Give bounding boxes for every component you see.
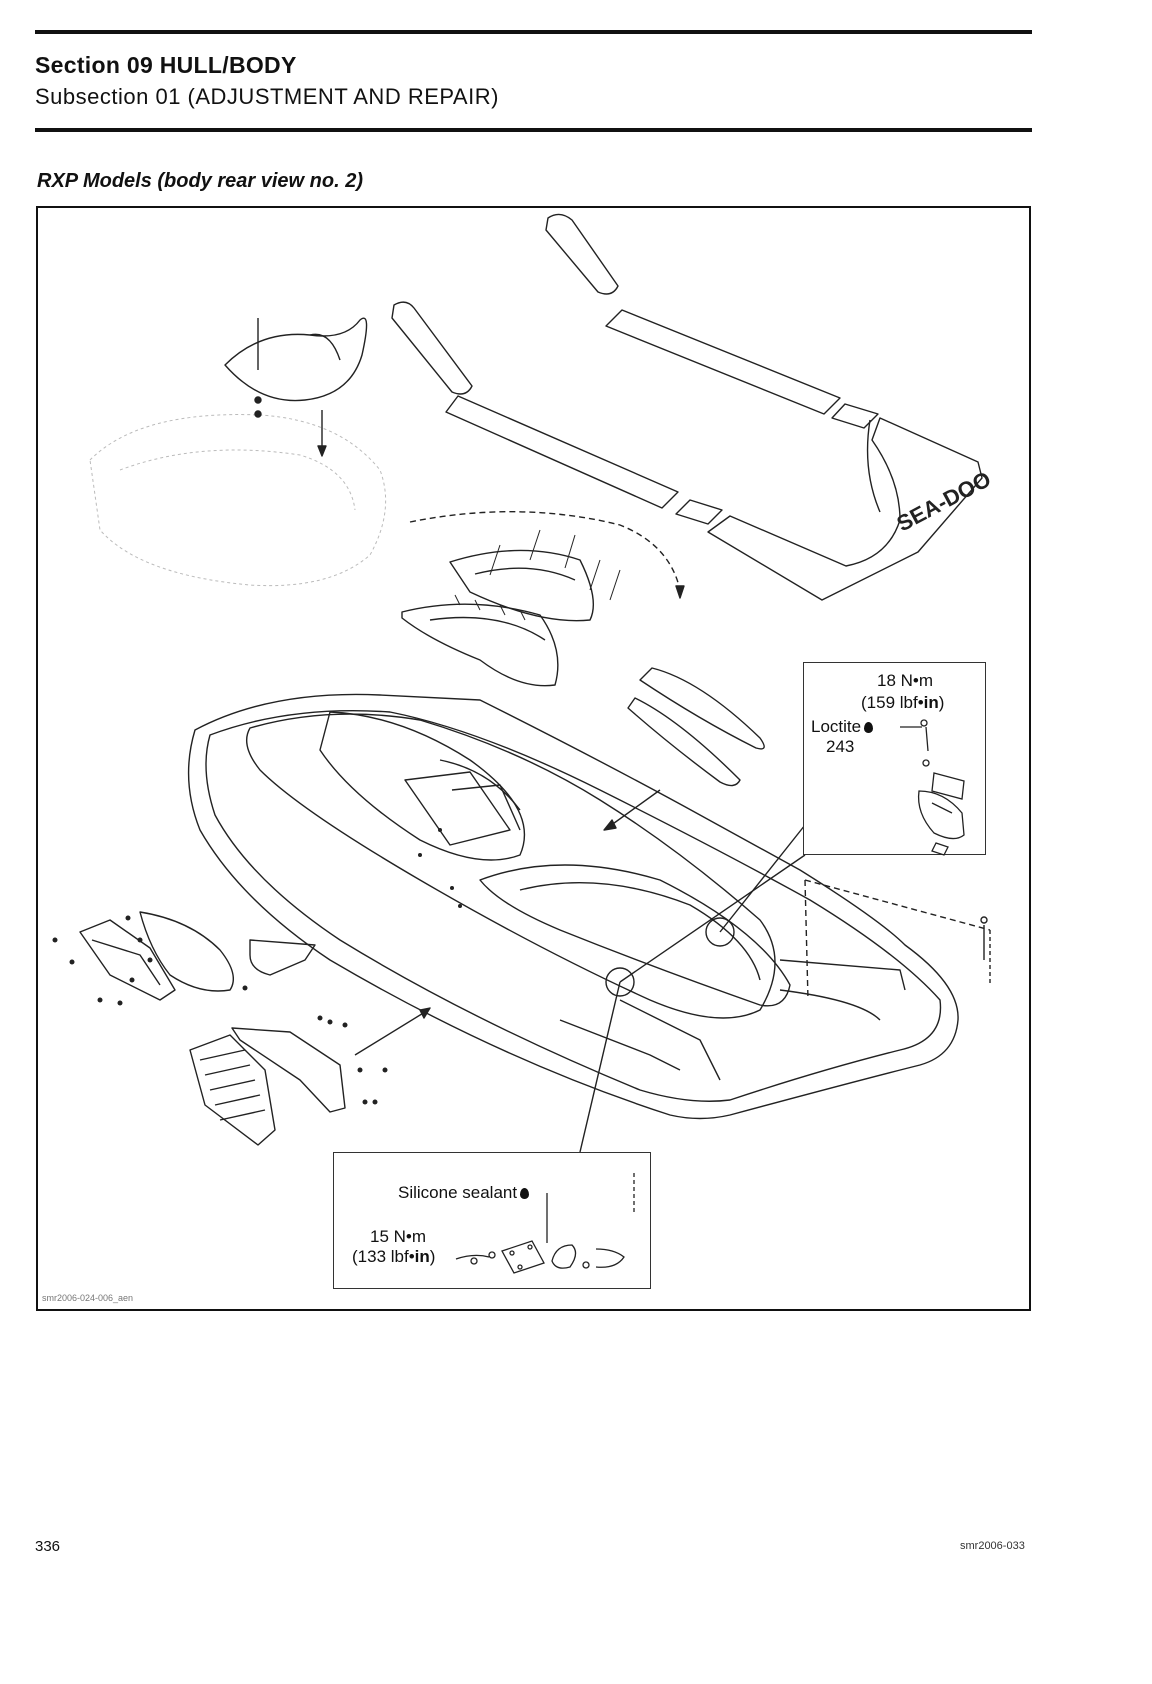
rear-trim-pieces xyxy=(80,912,430,1145)
page-number: 336 xyxy=(35,1538,60,1555)
placement-arc xyxy=(410,512,680,590)
callout-top-parts xyxy=(804,663,987,856)
torque-callout-bottom: Silicone sealant 15 N•m (133 lbf•in) xyxy=(333,1152,651,1289)
rear-grab-handle xyxy=(225,318,367,456)
figure-file-id: smr2006-024-006_aen xyxy=(42,1293,133,1303)
torque-callout-top: 18 N•m (159 lbf•in) Loctite 243 xyxy=(803,662,986,855)
sea-doo-logo: SEA-DOO xyxy=(893,466,995,536)
document-code: smr2006-033 xyxy=(960,1540,1025,1552)
callout-bottom-parts xyxy=(334,1153,652,1290)
rear-bolt xyxy=(981,917,990,985)
ghost-body-outline xyxy=(90,415,386,586)
bracket-screws xyxy=(455,530,620,620)
seat-support-brackets xyxy=(402,550,593,685)
footwell-mats xyxy=(392,214,982,600)
